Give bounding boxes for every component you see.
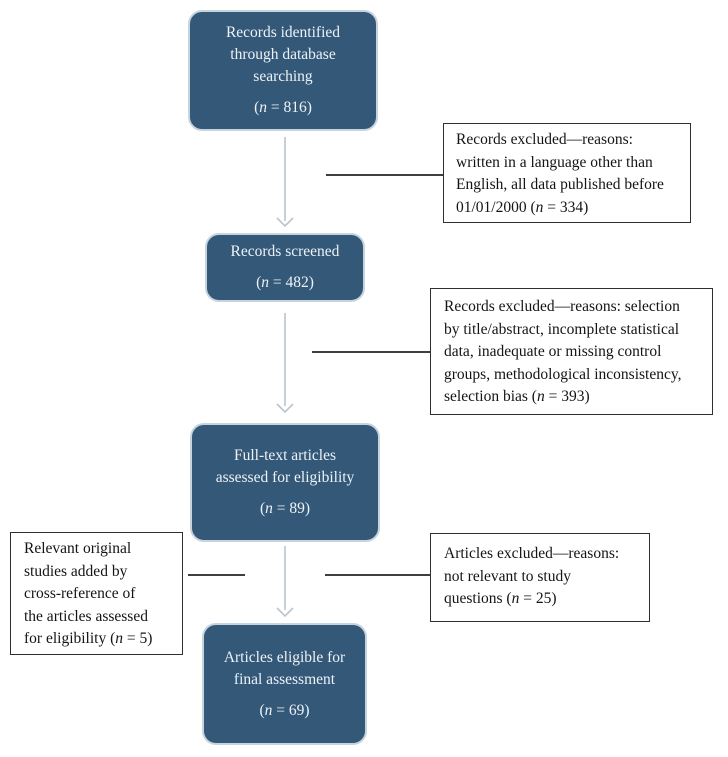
arrow-screened-to-fulltext-head bbox=[276, 403, 294, 414]
articles-eligible-count: (n = 69) bbox=[259, 701, 310, 719]
note-box-articles-excluded: Articles excluded—reasons: not relevant … bbox=[430, 533, 650, 622]
records-identified-label: Records identified through database sear… bbox=[225, 24, 341, 85]
flow-box-records-identified: Records identified through database sear… bbox=[188, 10, 378, 131]
note-box-records-excluded-1: Records excluded—reasons: written in a l… bbox=[443, 123, 691, 223]
records-identified-count: (n = 816) bbox=[254, 99, 312, 116]
fulltext-assessed-count: (n = 89) bbox=[259, 500, 311, 517]
note-box-records-excluded-2: Records excluded—reasons: selection by t… bbox=[430, 288, 713, 415]
flow-box-records-screened: Records screened (n = 482) bbox=[205, 233, 365, 302]
note-box-cross-reference: Relevant original studies added by cross… bbox=[10, 532, 183, 655]
arrow-identified-to-screened-head bbox=[276, 217, 294, 228]
arrow-fulltext-to-eligible-head bbox=[276, 607, 294, 618]
articles-eligible-label: Articles eligible for final assessment bbox=[223, 648, 346, 688]
flow-box-articles-eligible: Articles eligible for final assessment (… bbox=[202, 623, 367, 745]
fulltext-assessed-label: Full-text articles assessed for eligibil… bbox=[215, 447, 355, 486]
records-screened-count: (n = 482) bbox=[256, 274, 314, 291]
records-screened-label: Records screened bbox=[230, 243, 340, 260]
flow-box-fulltext-assessed: Full-text articles assessed for eligibil… bbox=[190, 423, 380, 542]
